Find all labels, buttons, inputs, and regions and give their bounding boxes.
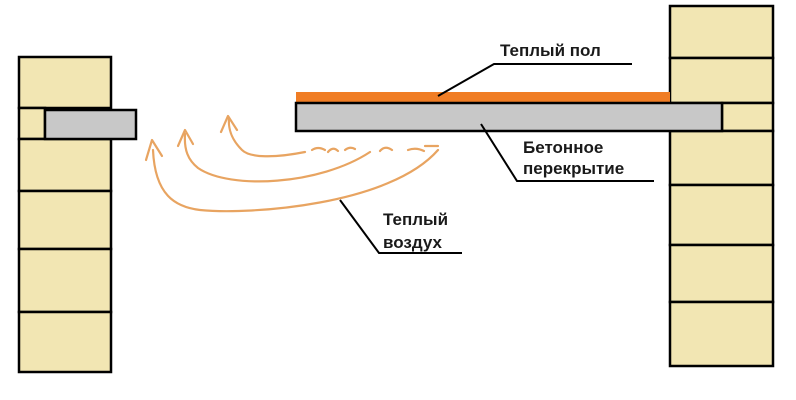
left-brick — [17, 106, 47, 141]
right-brick-wall — [668, 4, 775, 368]
left-brick — [17, 247, 113, 314]
right-brick — [668, 300, 775, 368]
arrow-head-icon — [144, 138, 164, 162]
slab-leader — [480, 123, 654, 182]
air-squiggle — [406, 147, 426, 153]
air-flow-curve — [183, 132, 372, 183]
right-brick — [668, 183, 775, 247]
right-brick — [668, 243, 775, 304]
left-brick — [17, 189, 113, 251]
right-brick — [720, 101, 775, 133]
arrow-head-icon — [219, 114, 239, 134]
warm-air-arrows — [144, 114, 440, 213]
warm-floor-layer — [296, 92, 670, 103]
air-squiggle — [343, 146, 357, 152]
left-brick — [17, 310, 113, 374]
left-slab-stub — [43, 108, 138, 141]
air-squiggle — [378, 146, 394, 153]
warm-floor-label: Теплый пол — [500, 41, 601, 60]
air-flow-curve — [151, 148, 440, 213]
warm-air-leader — [339, 199, 462, 254]
concrete-slab — [294, 101, 724, 133]
air-squiggle — [310, 146, 327, 152]
warm-floor-leader — [437, 63, 632, 97]
left-brick-wall — [17, 55, 113, 374]
right-brick — [668, 56, 775, 105]
air-flow-curve — [227, 116, 307, 158]
right-brick — [668, 4, 775, 60]
warm-air-label-line2: воздух — [383, 233, 442, 252]
air-squiggle — [326, 147, 340, 154]
left-brick — [17, 137, 113, 193]
concrete-slab-label-line1: Бетонное — [523, 138, 604, 157]
warm-air-label-line1: Теплый — [383, 210, 449, 229]
left-brick — [17, 55, 113, 110]
concrete-slab-label-line2: перекрытие — [523, 159, 625, 178]
arrow-head-icon — [176, 128, 195, 148]
leader-lines — [339, 63, 654, 254]
right-brick — [668, 129, 775, 187]
